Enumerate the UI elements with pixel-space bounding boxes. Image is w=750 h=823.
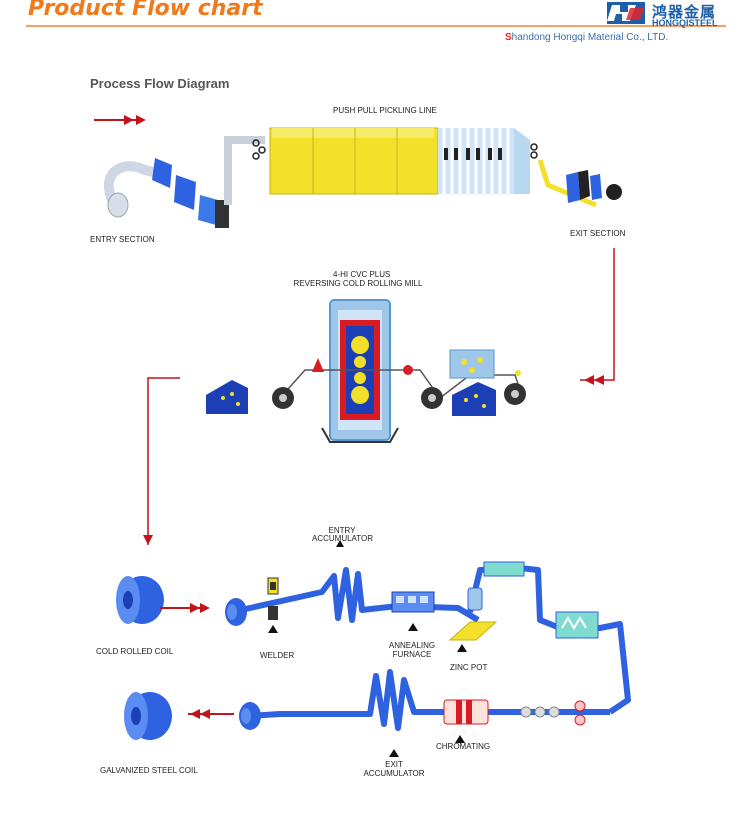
- label-entry-acc-2: ACCUMULATOR: [312, 534, 374, 543]
- pickling-tanks: [269, 127, 439, 195]
- cooling-tower-icon: [483, 561, 525, 577]
- mill-strip: [279, 369, 441, 399]
- company-rest: handong Hongqi Material Co., LTD.: [511, 32, 669, 43]
- zinc-pot-icon: [448, 587, 498, 652]
- galv-strip-lower: [247, 669, 610, 731]
- arrow-to-galv-coil-icon: [188, 709, 234, 719]
- cold-rolled-coil-icon: [116, 576, 164, 624]
- rinse-section: [438, 128, 530, 194]
- tension-rolls-icon: [520, 700, 586, 726]
- label-entry-section: ENTRY SECTION: [90, 235, 155, 244]
- tension-reel-box: [449, 349, 495, 379]
- coil-car-right: [452, 382, 496, 416]
- brand-name-cn: 鸿器金属: [652, 3, 717, 21]
- recoiler-core-icon: [241, 708, 251, 724]
- diagram-title: Process Flow Diagram: [90, 76, 230, 91]
- uncoiler-core-icon: [227, 604, 237, 620]
- exit-acc-marker-icon: [389, 749, 399, 757]
- label-exit-section: EXIT SECTION: [570, 229, 626, 238]
- company-initial: S: [505, 32, 512, 43]
- label-annealing-1: ANNEALING: [388, 641, 436, 650]
- galv-strip-upper: [231, 565, 631, 715]
- entry-coil-icon: [103, 158, 229, 228]
- welder-icon: [267, 577, 279, 633]
- label-entry-acc-1: ENTRY: [328, 526, 356, 535]
- flow-arrow-mill-to-galv: [143, 377, 180, 545]
- pinch-roll-icon: [252, 139, 266, 160]
- coil-car-left: [206, 380, 248, 414]
- label-cvc-2: REVERSING COLD ROLLING MILL: [293, 279, 423, 288]
- company-name: Shandong Hongqi Material Co., LTD.: [505, 32, 668, 43]
- label-zinc-pot: ZINC POT: [450, 663, 488, 672]
- label-annealing-2: FURNACE: [392, 650, 432, 659]
- arrow-to-line-icon: [160, 603, 210, 613]
- label-cold-rolled-coil: COLD ROLLED COIL: [96, 647, 174, 656]
- label-exit-acc-1: EXIT: [385, 760, 403, 769]
- cvc-mill-stand: [321, 299, 399, 443]
- label-welder: WELDER: [260, 651, 295, 660]
- page-title: Product Flow chart: [28, 0, 263, 21]
- label-exit-acc-2: ACCUMULATOR: [363, 769, 425, 778]
- label-chromating: CHROMATING: [436, 742, 491, 751]
- exit-section-icon: [530, 143, 622, 208]
- entry-arrow-icon: [94, 115, 146, 125]
- quench-tank-icon: [555, 611, 599, 639]
- entry-acc-marker-icon: [336, 540, 344, 547]
- brand-name-en: HONGQISTEEL: [652, 18, 718, 28]
- mill-reels: [272, 358, 526, 409]
- galvanized-coil-icon: [124, 692, 172, 740]
- label-push-pull: PUSH PULL PICKLING LINE: [333, 106, 437, 115]
- label-galvanized-coil: GALVANIZED STEEL COIL: [100, 766, 198, 775]
- title-underline: [26, 25, 726, 27]
- chromating-icon: [443, 699, 489, 743]
- flow-arrow-exit-to-mill: [580, 248, 615, 385]
- annealing-furnace-icon: [391, 591, 435, 631]
- hongqi-logo-icon: [607, 2, 645, 24]
- label-cvc-1: 4-HI CVC PLUS: [333, 270, 391, 279]
